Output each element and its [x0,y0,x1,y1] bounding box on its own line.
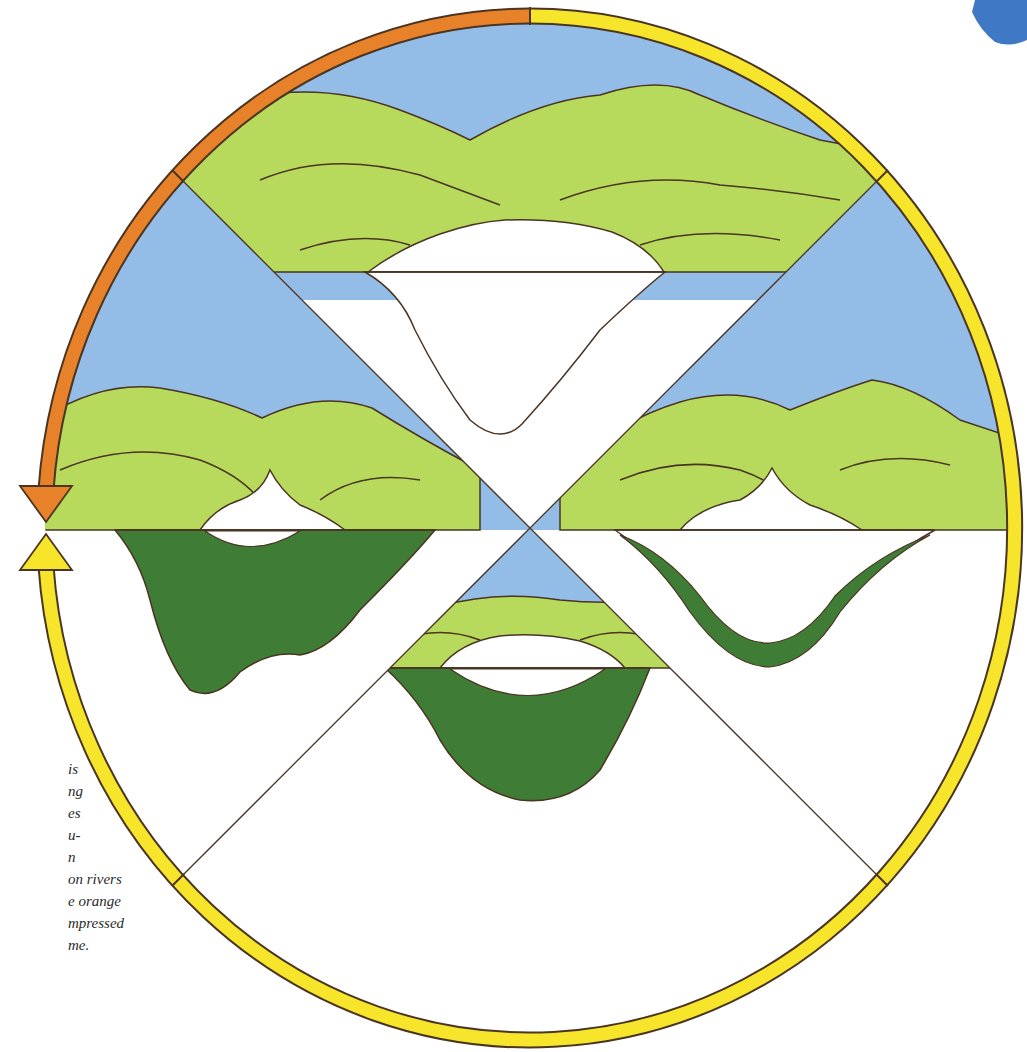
caption-fragment: me. [68,936,89,954]
caption-fragment: n [68,848,76,866]
caption-fragment: ng [68,782,83,800]
caption-fragment: e orange [68,892,121,910]
caption-fragment: is [68,760,78,778]
yellow-cycle-arrow [20,16,1015,1040]
band-divider [172,7,888,886]
divider-line [178,176,882,880]
divider-line [178,176,882,880]
blue-blob [972,0,1027,45]
caption-fragment: u- [68,826,81,844]
bottom-sector [150,520,910,1052]
orange-cycle-arrow [20,16,530,522]
caption-fragment: es [68,804,81,822]
caption-fragment: mpressed [68,914,124,932]
caption-fragment: on rivers [68,870,122,888]
